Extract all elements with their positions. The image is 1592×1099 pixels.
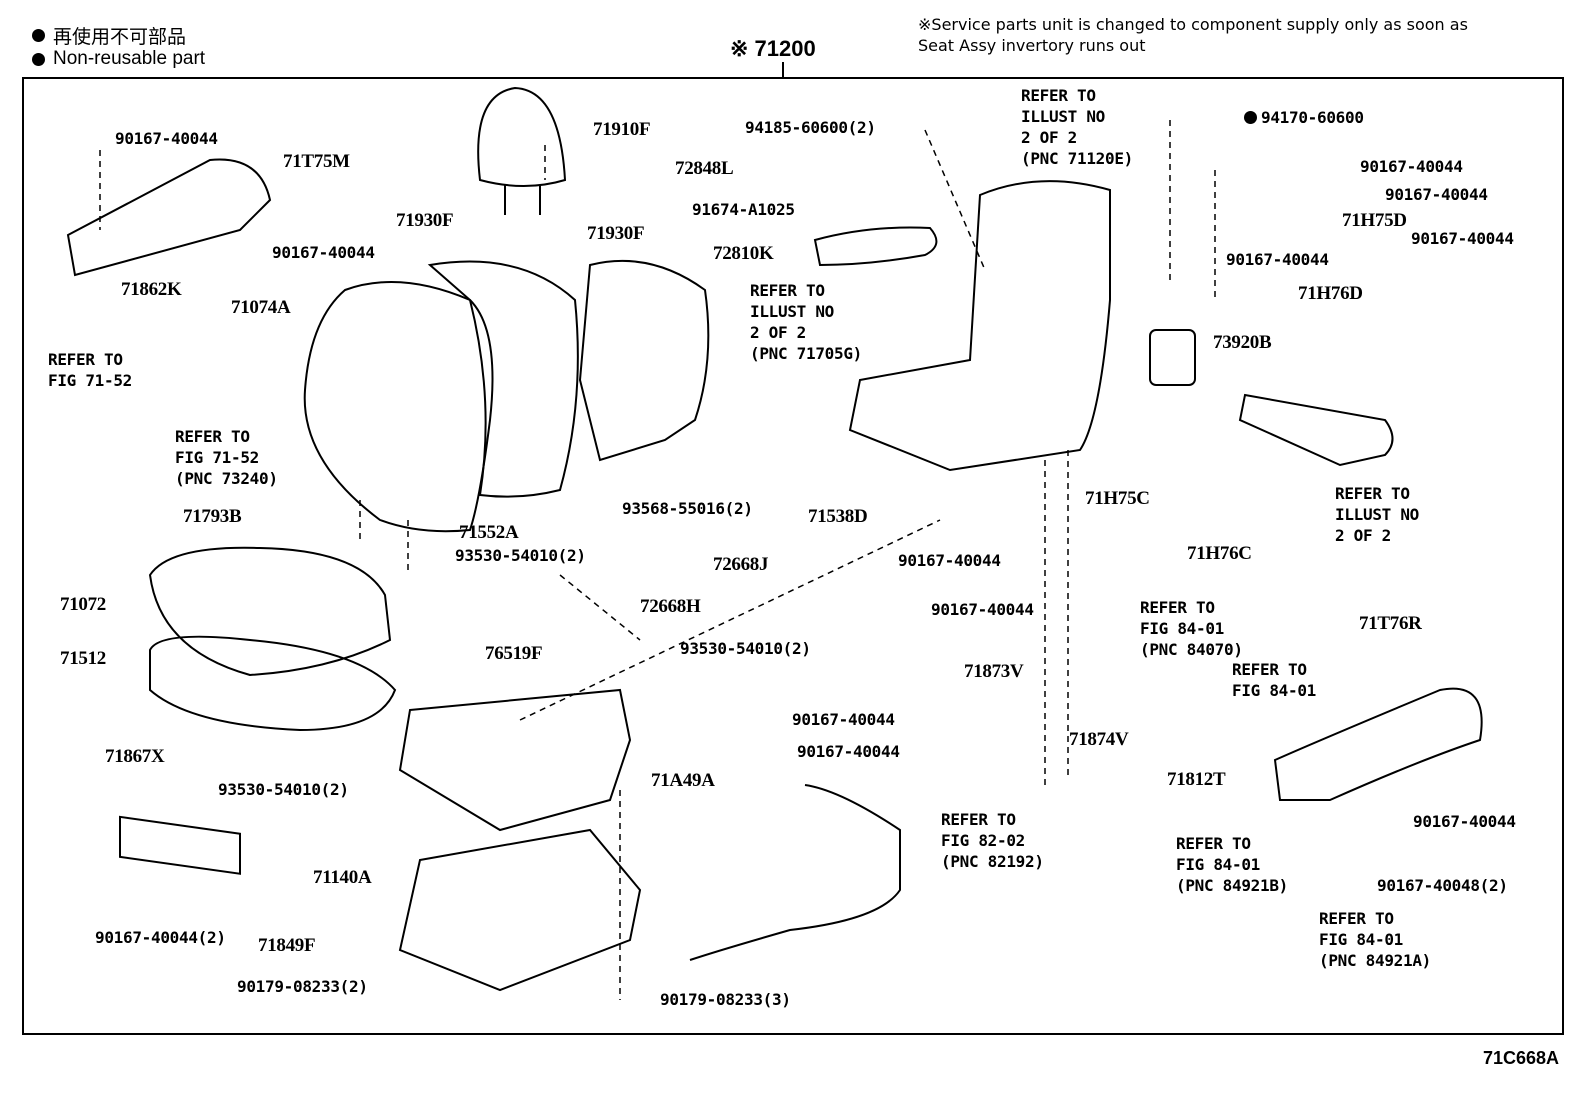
refer-label: REFER TO FIG 71-52 (PNC 73240) [175, 427, 278, 488]
part-label: 71867X [105, 746, 165, 767]
seatback-pad [427, 260, 579, 498]
part-label: 93530-54010(2) [680, 639, 811, 658]
cushion-panel [1238, 393, 1394, 467]
part-label: 72668J [713, 554, 769, 575]
part-label: 71H75D [1342, 210, 1407, 231]
part-label: 90179-08233(2) [237, 977, 368, 996]
part-label: 93530-54010(2) [455, 546, 586, 565]
refer-label: REFER TO FIG 84-01 (PNC 84921A) [1319, 909, 1431, 970]
cushion-frame [398, 688, 632, 832]
legend-jp: 再使用不可部品 [32, 22, 186, 49]
part-label: 71862K [121, 279, 182, 300]
part-label: 91674-A1025 [692, 200, 795, 219]
part-label: 71538D [808, 506, 868, 527]
headrest [477, 86, 567, 187]
seat-adjuster [398, 828, 642, 992]
seat-cushion-pad [149, 635, 397, 732]
legend-jp-text: 再使用不可部品 [53, 27, 187, 48]
part-label: 71140A [313, 867, 372, 888]
bullet-icon [32, 29, 45, 42]
refer-label: REFER TO ILLUST NO 2 OF 2 [1335, 484, 1419, 545]
non-reusable-part-label: 94170-60600 [1244, 107, 1364, 128]
refer-label: REFER TO FIG 84-01 (PNC 84921B) [1176, 834, 1288, 895]
refer-label: REFER TO FIG 84-01 (PNC 84070) [1140, 598, 1243, 659]
part-label: 71812T [1167, 769, 1226, 790]
cover-panel [119, 815, 241, 875]
part-label: 71793B [183, 506, 242, 527]
part-label: 90167-40044(2) [95, 928, 226, 947]
part-label: 71T76R [1359, 613, 1422, 634]
part-label: 90167-40044 [1360, 157, 1463, 176]
side-shield [66, 158, 272, 277]
part-label: 76519F [485, 643, 543, 664]
part-label: 71074A [231, 297, 291, 318]
legend-en: Non-reusable part [32, 48, 205, 70]
diagram-frame [22, 77, 1564, 1035]
part-label: 93568-55016(2) [622, 499, 753, 518]
part-label: 94185-60600(2) [745, 118, 876, 137]
part-label: 71930F [396, 210, 454, 231]
part-label: 90167-40044 [898, 551, 1001, 570]
part-label: 71512 [60, 648, 107, 669]
part-label: 90167-40044 [1385, 185, 1488, 204]
part-label: 72848L [675, 158, 734, 179]
part-label: 71H76C [1187, 543, 1252, 564]
seat-frame [848, 180, 1111, 472]
part-label: 71072 [60, 594, 107, 615]
diagram-code: 71C668A [1483, 1048, 1560, 1068]
refer-label: REFER TO ILLUST NO 2 OF 2 (PNC 71705G) [750, 281, 862, 363]
part-label: 93530-54010(2) [218, 780, 349, 799]
part-label: 71910F [593, 119, 651, 140]
part-label: 90167-40044 [272, 243, 375, 262]
part-label: 71552A [459, 522, 519, 543]
part-label: 71H75C [1085, 488, 1150, 509]
part-label: 90167-40044 [1226, 250, 1329, 269]
part-label: 73920B [1213, 332, 1272, 353]
wire-harness [689, 784, 901, 961]
non-reusable-bullet-icon [1244, 111, 1257, 124]
part-label: 90167-40044 [1413, 812, 1516, 831]
armrest [813, 226, 938, 267]
outer-shield [1273, 687, 1483, 801]
part-label: 71849F [258, 935, 316, 956]
part-label: 90167-40044 [797, 742, 900, 761]
part-label: 71T75M [283, 151, 350, 172]
seatback-frame-cover [578, 259, 710, 462]
part-label: 71873V [964, 661, 1024, 682]
part-label: 72668H [640, 596, 701, 617]
refer-label: REFER TO FIG 82-02 (PNC 82192) [941, 810, 1044, 871]
service-note: ※Service parts unit is changed to compon… [918, 15, 1468, 55]
part-label: 90167-40048(2) [1377, 876, 1508, 895]
part-label: 90167-40044 [1411, 229, 1514, 248]
refer-label: REFER TO FIG 71-52 [48, 350, 132, 390]
refer-label: REFER TO FIG 84-01 [1232, 660, 1316, 700]
seatback-cover [303, 281, 494, 533]
bullet-icon [32, 52, 45, 66]
part-label: 90167-40044 [115, 129, 218, 148]
part-label: 90179-08233(3) [660, 990, 791, 1009]
part-label: 90167-40044 [931, 600, 1034, 619]
part-label: 72810K [713, 243, 774, 264]
assembly-number: ※ 71200 [730, 36, 816, 61]
part-label: 90167-40044 [792, 710, 895, 729]
part-label: 71H76D [1298, 283, 1363, 304]
module [1149, 329, 1196, 386]
part-label: 71930F [587, 223, 645, 244]
part-number: 94170-60600 [1261, 108, 1364, 127]
part-label: 71A49A [651, 770, 715, 791]
seat-cushion-cover [148, 546, 392, 677]
part-label: 71874V [1069, 729, 1129, 750]
legend-en-text: Non-reusable part [53, 48, 206, 69]
refer-label: REFER TO ILLUST NO 2 OF 2 (PNC 71120E) [1021, 86, 1133, 168]
